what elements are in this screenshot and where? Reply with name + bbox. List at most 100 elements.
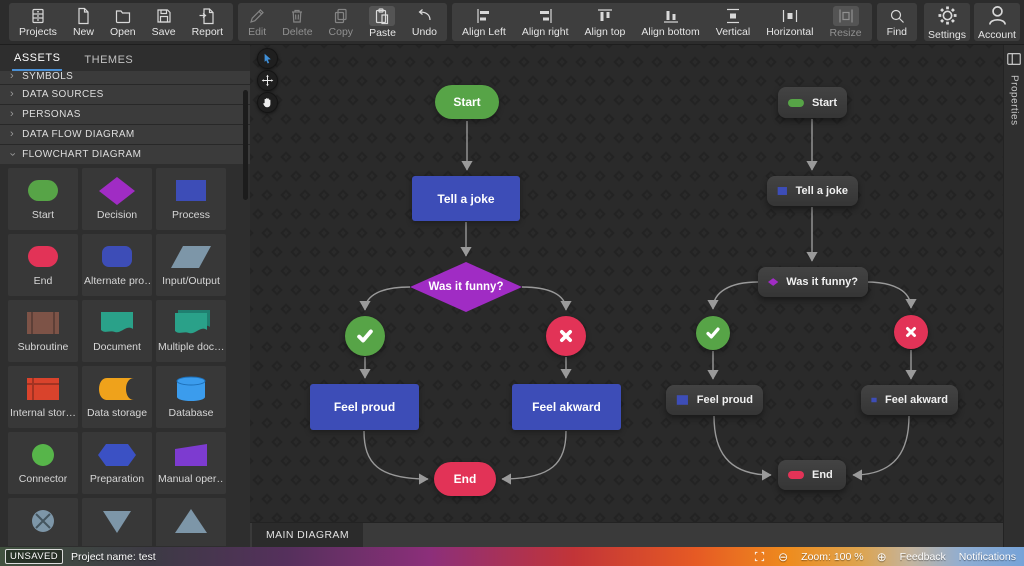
card-start[interactable]: Start bbox=[778, 87, 847, 118]
palette-item-manual-operation[interactable]: Manual oper… bbox=[156, 432, 226, 494]
card-feel-proud[interactable]: Feel proud bbox=[666, 385, 763, 415]
fullscreen-icon[interactable] bbox=[754, 551, 765, 562]
account-button[interactable]: Account bbox=[974, 3, 1020, 41]
paste-button[interactable]: Paste bbox=[361, 3, 404, 41]
palette-item-document[interactable]: Document bbox=[82, 300, 152, 362]
palette-item-process[interactable]: Process bbox=[156, 168, 226, 230]
palette-label: Database bbox=[168, 407, 214, 419]
properties-label[interactable]: Properties bbox=[1008, 75, 1020, 126]
edit-button[interactable]: Edit bbox=[240, 3, 274, 41]
sidebar-scrollbar[interactable] bbox=[243, 90, 248, 200]
palette-item-subroutine[interactable]: Subroutine bbox=[8, 300, 78, 362]
resize-icon bbox=[838, 9, 853, 23]
status-bar: UNSAVED Project name: test ⊖ Zoom: 100 %… bbox=[0, 547, 1024, 566]
undo-arrow-icon bbox=[419, 9, 432, 21]
palette-item-alternate-process[interactable]: Alternate pro… bbox=[82, 234, 152, 296]
tab-themes[interactable]: THEMES bbox=[84, 54, 134, 66]
palette-item-triangle-down[interactable] bbox=[82, 498, 152, 546]
database-blue-icon bbox=[176, 376, 206, 401]
top-toolbar: Projects New Open Save Report Edit bbox=[0, 0, 1024, 45]
notifications-link[interactable]: Notifications bbox=[958, 550, 1016, 563]
node-akward-label: Feel akward bbox=[532, 400, 601, 414]
node-feel-proud[interactable]: Feel proud bbox=[310, 384, 419, 430]
move-tool-button[interactable] bbox=[257, 70, 278, 91]
zoom-out-icon[interactable]: ⊖ bbox=[778, 549, 789, 564]
node-yes-check[interactable] bbox=[345, 316, 385, 356]
card-yes-check[interactable] bbox=[696, 316, 730, 350]
palette-label: End bbox=[33, 275, 53, 287]
node-was-it-funny[interactable]: Was it funny? bbox=[410, 262, 522, 312]
decision-diamond-shape bbox=[410, 262, 522, 312]
find-button[interactable]: Find bbox=[879, 3, 915, 41]
main-area: ASSETS THEMES › SYMBOLS › DATA SOURCES ›… bbox=[0, 45, 1024, 547]
projects-label: Projects bbox=[19, 26, 57, 38]
delete-button[interactable]: Delete bbox=[274, 3, 320, 41]
undo-button[interactable]: Undo bbox=[404, 3, 445, 41]
projects-button[interactable]: Projects bbox=[11, 3, 65, 41]
card-was-it-funny[interactable]: Was it funny? bbox=[758, 267, 868, 297]
palette-item-or-junction[interactable] bbox=[8, 498, 78, 546]
section-symbols[interactable]: › SYMBOLS bbox=[0, 71, 250, 84]
card-no-cross[interactable] bbox=[894, 315, 928, 349]
align-left-button[interactable]: Align Left bbox=[454, 3, 514, 41]
node-start[interactable]: Start bbox=[435, 85, 499, 119]
palette-label: Connector bbox=[18, 473, 68, 485]
settings-button[interactable]: Settings bbox=[924, 3, 970, 41]
panel-toggle-icon[interactable] bbox=[1006, 51, 1022, 67]
zoom-in-icon[interactable]: ⊕ bbox=[876, 549, 887, 564]
node-end[interactable]: End bbox=[434, 462, 496, 496]
card-start-label: Start bbox=[811, 96, 837, 109]
palette-item-database[interactable]: Database bbox=[156, 366, 226, 428]
align-right-button[interactable]: Align right bbox=[514, 3, 577, 41]
section-personas[interactable]: › PERSONAS bbox=[0, 105, 250, 124]
section-data-flow-diagram[interactable]: › DATA FLOW DIAGRAM bbox=[0, 125, 250, 144]
palette-item-end[interactable]: End bbox=[8, 234, 78, 296]
section-data-sources[interactable]: › DATA SOURCES bbox=[0, 85, 250, 104]
palette-label: Input/Output bbox=[162, 275, 220, 287]
node-no-cross[interactable] bbox=[546, 316, 586, 356]
palette-item-decision[interactable]: Decision bbox=[82, 168, 152, 230]
copy-button[interactable]: Copy bbox=[321, 3, 362, 41]
node-tell-a-joke[interactable]: Tell a joke bbox=[412, 176, 520, 221]
palette-item-triangle-up[interactable] bbox=[156, 498, 226, 546]
select-tool-button[interactable] bbox=[257, 48, 278, 69]
paste-label: Paste bbox=[369, 27, 396, 39]
tab-main-diagram[interactable]: MAIN DIAGRAM bbox=[252, 523, 363, 547]
diamond-purple-icon bbox=[99, 177, 135, 205]
resize-button[interactable]: Resize bbox=[821, 3, 869, 41]
align-bottom-button[interactable]: Align bottom bbox=[633, 3, 707, 41]
copy-label: Copy bbox=[328, 26, 354, 38]
palette-item-input-output[interactable]: Input/Output bbox=[156, 234, 226, 296]
node-feel-akward[interactable]: Feel akward bbox=[512, 384, 621, 430]
new-button[interactable]: New bbox=[65, 3, 102, 41]
open-button[interactable]: Open bbox=[102, 3, 144, 41]
align-top-button[interactable]: Align top bbox=[577, 3, 634, 41]
section-flowchart-diagram[interactable]: › FLOWCHART DIAGRAM bbox=[0, 145, 250, 164]
check-icon bbox=[706, 327, 720, 339]
feedback-link[interactable]: Feedback bbox=[899, 550, 946, 563]
toolbar-group-file: Projects New Open Save Report bbox=[9, 3, 234, 41]
card-end[interactable]: End bbox=[778, 460, 846, 490]
diagram-canvas[interactable]: Start Tell a joke Was it funny? Feel pro… bbox=[250, 45, 1003, 547]
distribute-horizontal-button[interactable]: Horizontal bbox=[758, 3, 821, 41]
palette-item-internal-storage[interactable]: Internal stor… bbox=[8, 366, 78, 428]
palette-item-preparation[interactable]: Preparation bbox=[82, 432, 152, 494]
palette-item-data-storage[interactable]: Data storage bbox=[82, 366, 152, 428]
palette-item-multiple-documents[interactable]: Multiple doc… bbox=[156, 300, 226, 362]
node-funny-label: Was it funny? bbox=[428, 281, 504, 293]
card-tell-label: Tell a joke bbox=[795, 185, 848, 197]
pan-tool-button[interactable] bbox=[257, 92, 278, 113]
save-button[interactable]: Save bbox=[144, 3, 184, 41]
distribute-vertical-button[interactable]: Vertical bbox=[708, 3, 758, 41]
triangle-up-slate-icon bbox=[175, 509, 207, 533]
card-tell-a-joke[interactable]: Tell a joke bbox=[767, 176, 858, 206]
palette-item-connector[interactable]: Connector bbox=[8, 432, 78, 494]
tab-assets[interactable]: ASSETS bbox=[12, 48, 63, 71]
report-button[interactable]: Report bbox=[184, 3, 232, 41]
align-left-icon bbox=[477, 9, 489, 23]
triangle-down-slate-icon bbox=[103, 511, 131, 533]
palette-item-start[interactable]: Start bbox=[8, 168, 78, 230]
card-feel-akward[interactable]: Feel akward bbox=[861, 385, 958, 415]
stored-data-orange-icon bbox=[99, 378, 134, 400]
account-label: Account bbox=[978, 29, 1016, 41]
